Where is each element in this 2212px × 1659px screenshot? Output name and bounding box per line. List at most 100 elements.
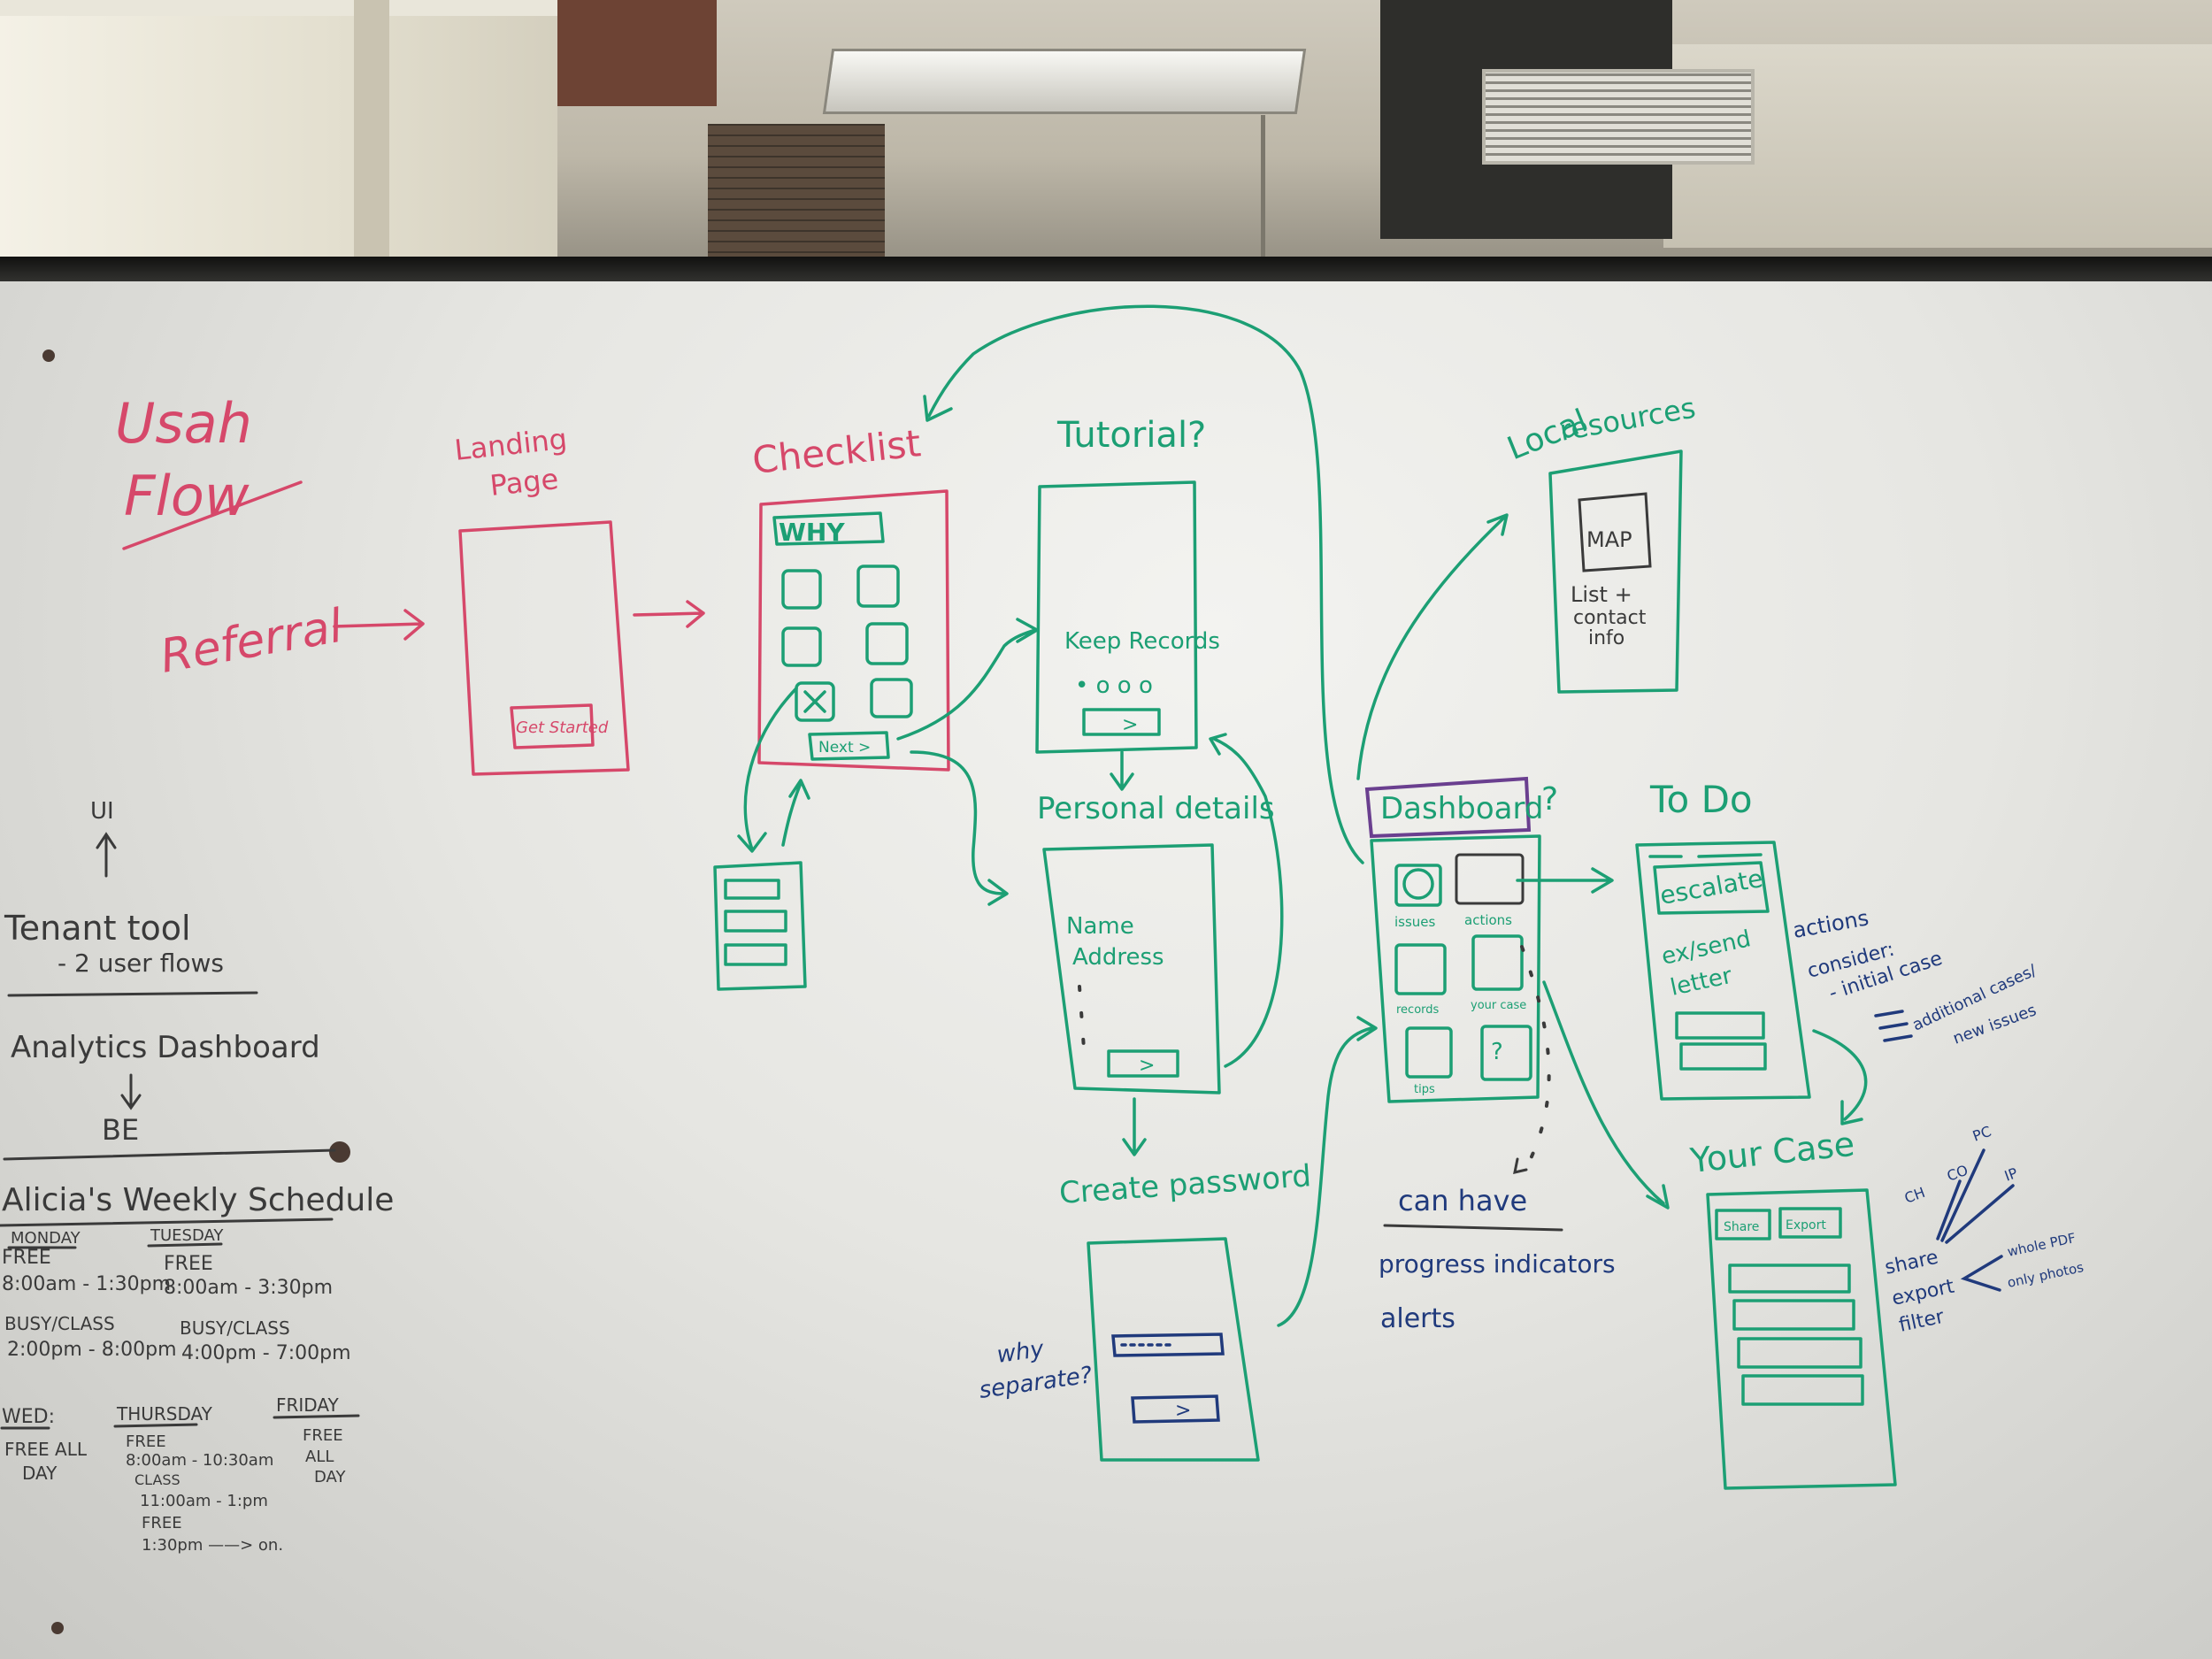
can-have-underline	[1383, 1224, 1563, 1232]
be-label: BE	[102, 1113, 139, 1147]
password-frame	[1087, 1237, 1260, 1462]
thursday-free: FREE	[126, 1432, 166, 1451]
why-header-box	[772, 511, 885, 546]
dashboard-to-local-arrow	[1356, 513, 1509, 780]
checklist-item	[856, 565, 900, 608]
mini-to-checklist-arrow	[781, 779, 810, 847]
checklist-item	[781, 626, 822, 667]
flow-title-line2: Flow	[124, 464, 250, 528]
personal-details-screen: Personal details Name Address >	[1037, 791, 1275, 1094]
tutorial-title: Tutorial?	[1056, 415, 1206, 456]
todo-line2: ex/send	[1659, 926, 1753, 971]
personal-arrow: >	[1139, 1055, 1155, 1077]
whiteboard	[0, 281, 2212, 1659]
get-started-button	[510, 703, 595, 749]
personal-to-password-arrow	[1122, 1097, 1147, 1156]
tile-help-label: ?	[1491, 1039, 1503, 1065]
checklist-item	[870, 678, 913, 718]
only-photos-label: only photos	[2006, 1259, 2085, 1291]
dashboard-tile-issues	[1394, 864, 1442, 907]
day-underline	[113, 1423, 198, 1428]
dashboard-to-yourcase-arrow	[1542, 980, 1670, 1210]
thursday-free-time: 8:00am - 10:30am	[126, 1451, 273, 1470]
get-started-label: Get Started	[516, 718, 609, 737]
whole-pdf-label: whole PDF	[2006, 1230, 2077, 1260]
todo-frame	[1635, 841, 1811, 1101]
co-label: CO	[1945, 1162, 1970, 1185]
monday-label: MONDAY	[11, 1229, 81, 1248]
your-case-screen: Your Case Share Export	[1687, 1125, 1897, 1490]
tile-tips-label: tips	[1414, 1083, 1435, 1096]
todo-task-row	[1679, 1042, 1767, 1071]
case-row	[1732, 1299, 1855, 1331]
todo-task-row	[1675, 1011, 1765, 1040]
next-label: Next >	[818, 739, 871, 757]
ui-label: UI	[90, 798, 114, 825]
tile-actions-label: actions	[1464, 912, 1512, 928]
monday-busy-time: 2:00pm - 8:00pm	[7, 1339, 177, 1361]
magnet	[42, 349, 55, 362]
tenant-tool-label: Tenant tool	[4, 909, 191, 948]
ip-label: IP	[2002, 1164, 2020, 1185]
thursday-class-time: 11:00am - 1:pm	[140, 1492, 268, 1510]
personal-title: Personal details	[1037, 791, 1275, 826]
tile-records-label: records	[1396, 1003, 1440, 1017]
tutorial-text: Keep Records	[1064, 628, 1220, 655]
clock-icon	[1402, 868, 1434, 900]
user-flows-label: - 2 user flows	[58, 949, 224, 978]
landing-frame	[458, 520, 630, 776]
local-line2: contact	[1573, 607, 1647, 629]
filter-label: filter	[1897, 1306, 1947, 1337]
monday-free-time: 8:00am - 1:30pm	[2, 1273, 171, 1295]
thursday-label: THURSDAY	[116, 1403, 213, 1425]
monday-free: FREE	[2, 1247, 51, 1269]
password-to-dashboard-arrow	[1277, 1016, 1378, 1327]
analytics-arrow	[120, 1073, 142, 1110]
mini-frame	[713, 861, 807, 991]
window-top-frame	[0, 0, 557, 16]
tutorial-to-personal-arrow	[1110, 750, 1134, 791]
dashboard-to-todo-arrow	[1516, 867, 1614, 894]
share-tab	[1715, 1209, 1771, 1240]
checked-mark	[803, 690, 826, 713]
mini-row	[724, 943, 787, 966]
personal-to-tutorial-arrow	[1209, 733, 1284, 1068]
tutorial-next-button	[1082, 708, 1161, 736]
local-line3: info	[1588, 627, 1624, 649]
air-vent	[1482, 69, 1755, 165]
dashboard-tile-actions	[1455, 853, 1525, 905]
tile-issues-label: issues	[1394, 914, 1436, 930]
ui-arrow	[96, 832, 117, 878]
password-arrow: >	[1175, 1400, 1191, 1422]
dashboard-screen: Dashboard ? issues actions records your …	[1364, 776, 1558, 1103]
window-casing	[557, 0, 717, 106]
tuesday-busy-time: 4:00pm - 7:00pm	[181, 1342, 351, 1364]
architecture-notes: UI Tenant tool - 2 user flows Analytics …	[3, 798, 336, 1161]
title-underline	[122, 480, 303, 550]
local-frame	[1548, 449, 1683, 694]
window-frame	[354, 0, 389, 283]
filter-bracket	[1960, 1255, 2003, 1292]
tuesday-label: TUESDAY	[150, 1226, 224, 1245]
tuesday-busy: BUSY/CLASS	[180, 1317, 290, 1339]
checklist-to-personal-arrow	[910, 750, 1009, 906]
list-dashes	[1874, 1010, 1913, 1042]
landing-title-line1: Landing	[453, 422, 569, 467]
why-header: WHY	[779, 518, 845, 547]
friday-label: FRIDAY	[276, 1394, 339, 1416]
back-wall-panel	[1663, 44, 2212, 248]
tutorial-dots: • o o o	[1075, 672, 1153, 699]
checklist-screen: Checklist WHY Next >	[750, 421, 950, 772]
personal-frame	[1042, 843, 1221, 1094]
password-submit-button	[1131, 1394, 1220, 1424]
case-row	[1737, 1337, 1863, 1369]
friday-line3: DAY	[314, 1468, 346, 1486]
divider	[7, 991, 258, 997]
day-underline	[147, 1242, 223, 1248]
alerts-label: alerts	[1380, 1303, 1455, 1334]
export-tab-label: Export	[1786, 1218, 1826, 1233]
personal-more-dots	[1078, 985, 1086, 1050]
share-lines	[1936, 1148, 2015, 1244]
monday-busy: BUSY/CLASS	[4, 1313, 115, 1334]
